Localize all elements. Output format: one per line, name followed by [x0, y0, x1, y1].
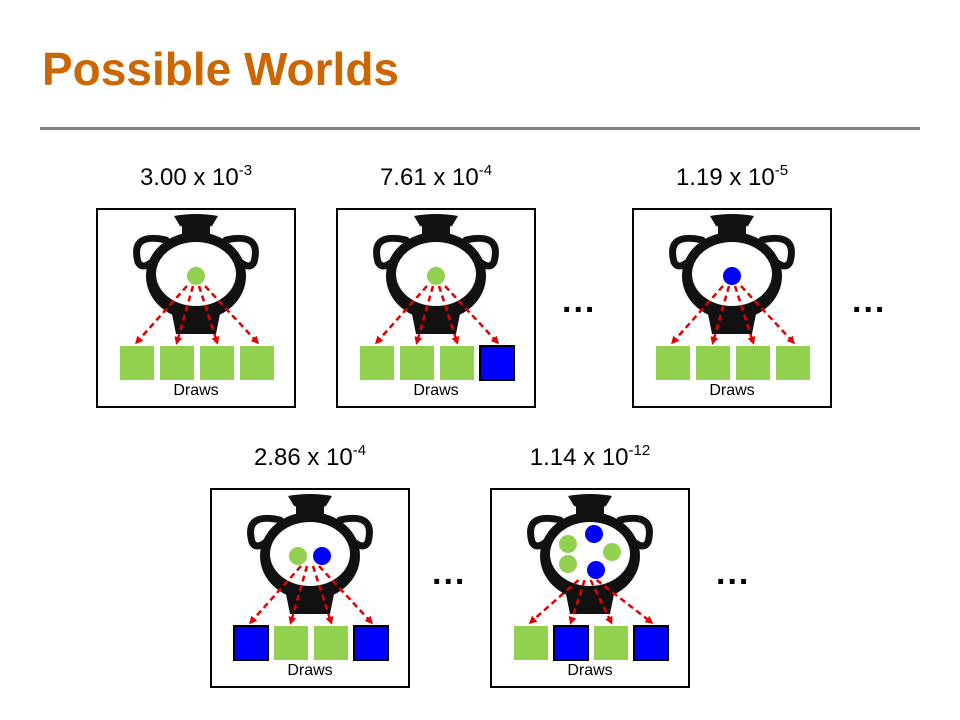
world-box: Draws [336, 208, 536, 408]
draw-arrow [318, 565, 374, 625]
draw-arrow [135, 285, 188, 345]
world-probability: 1.14 x 10-12 [490, 442, 690, 472]
draw-square-green [594, 626, 628, 660]
probability-exponent: -3 [238, 162, 253, 179]
urn-diagram [120, 214, 274, 380]
ball-green [603, 543, 621, 561]
draw-square-green [160, 346, 194, 380]
draws-label: Draws [709, 382, 755, 399]
probability-mantissa: 7.61 x 10 [379, 164, 479, 191]
draw-arrow [589, 579, 613, 625]
draws-label: Draws [173, 382, 219, 399]
urn-diagram [360, 214, 515, 381]
world-box: Draws [490, 488, 690, 688]
urn-diagram [233, 494, 389, 661]
draw-square-blue [353, 625, 389, 661]
draw-arrow [444, 285, 500, 345]
draw-arrow [528, 579, 580, 624]
draw-square-green [314, 626, 348, 660]
ellipsis: ... [562, 282, 597, 320]
probability-exponent: -5 [774, 162, 789, 179]
probability-exponent: -12 [628, 442, 651, 459]
world-box: Draws [632, 208, 832, 408]
draw-square-green [440, 346, 474, 380]
draw-square-green [696, 346, 730, 380]
draw-square-green [240, 346, 274, 380]
probability-mantissa: 3.00 x 10 [139, 164, 239, 191]
ball-blue [723, 267, 741, 285]
urn-icon [527, 494, 653, 614]
probability-mantissa: 1.19 x 10 [675, 164, 775, 191]
ball-green [289, 547, 307, 565]
ball-blue [313, 547, 331, 565]
world-probability: 3.00 x 10-3 [96, 162, 296, 192]
ellipsis: ... [852, 282, 887, 320]
world-probability: 1.19 x 10-5 [632, 162, 832, 192]
ball-blue [585, 525, 603, 543]
draw-square-green [274, 626, 308, 660]
urn-icon [247, 494, 373, 614]
draw-square-green [736, 346, 770, 380]
probability-mantissa: 1.14 x 10 [529, 444, 629, 471]
draw-arrow [249, 565, 302, 625]
world-probability: 2.86 x 10-4 [210, 442, 410, 472]
ball-blue [587, 561, 605, 579]
draw-arrow [671, 285, 724, 345]
ball-green [559, 535, 577, 553]
draw-square-green [656, 346, 690, 380]
world-box: Draws [96, 208, 296, 408]
draw-square-blue [553, 625, 589, 661]
draw-arrow [568, 579, 586, 625]
urn-window [270, 522, 350, 586]
draws-label: Draws [567, 662, 613, 679]
page-title: Possible Worlds [42, 43, 400, 95]
title-divider [40, 127, 920, 130]
draws-label: Draws [413, 382, 459, 399]
probability-exponent: -4 [352, 442, 367, 459]
draw-arrow [375, 285, 428, 345]
draw-square-green [400, 346, 434, 380]
draw-square-blue [233, 625, 269, 661]
draw-square-blue [633, 625, 669, 661]
urn-icon [373, 214, 499, 334]
draws-label: Draws [287, 662, 333, 679]
draw-arrow [595, 579, 654, 624]
world-box: Draws [210, 488, 410, 688]
urn-diagram [514, 494, 669, 661]
draw-square-green [776, 346, 810, 380]
draw-square-green [360, 346, 394, 380]
draw-arrow [740, 285, 796, 345]
draw-square-green [200, 346, 234, 380]
ellipsis: ... [432, 554, 467, 592]
probability-mantissa: 2.86 x 10 [253, 444, 353, 471]
ellipsis: ... [716, 554, 751, 592]
ball-green [427, 267, 445, 285]
draw-square-blue [479, 345, 515, 381]
draw-square-green [514, 626, 548, 660]
draw-arrow [204, 285, 260, 345]
ball-green [187, 267, 205, 285]
draw-square-green [120, 346, 154, 380]
ball-green [559, 555, 577, 573]
urn-diagram [656, 214, 810, 380]
world-probability: 7.61 x 10-4 [336, 162, 536, 192]
probability-exponent: -4 [478, 162, 493, 179]
